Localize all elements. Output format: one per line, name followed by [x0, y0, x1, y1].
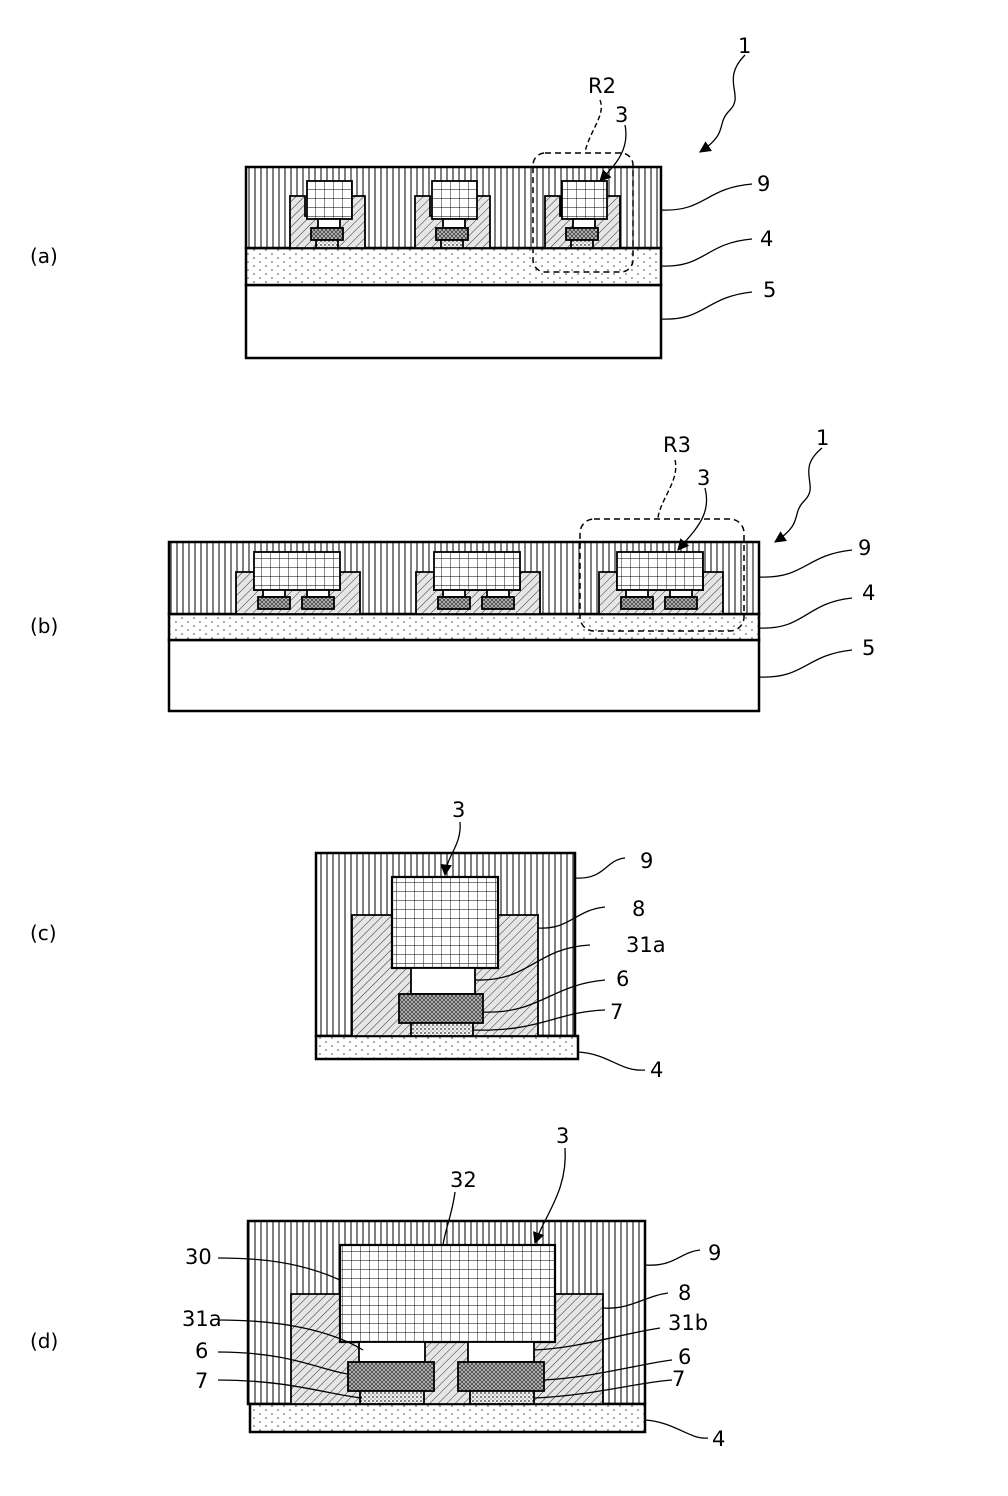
pad-6 [258, 597, 290, 609]
ref-32: 32 [450, 1168, 477, 1192]
ref-3: 3 [452, 798, 465, 822]
ref-3: 3 [615, 103, 628, 127]
ref-6: 6 [616, 967, 629, 991]
leader-5 [661, 292, 752, 319]
ref-7: 7 [610, 1000, 623, 1024]
substrate-5 [169, 640, 759, 711]
ref-3: 3 [697, 466, 710, 490]
solder-7 [441, 240, 463, 248]
leader-3 [678, 488, 707, 550]
panel-c: (c) 3 9 8 31a 6 7 4 [30, 798, 666, 1082]
ref-9: 9 [708, 1241, 721, 1265]
pad-6 [302, 597, 334, 609]
pad-6 [438, 597, 470, 609]
ref-r3: R3 [663, 433, 691, 457]
ref-4: 4 [760, 227, 773, 251]
solder-7 [571, 240, 593, 248]
bump [318, 219, 340, 228]
chip-3 [617, 552, 703, 590]
ref-4: 4 [650, 1058, 663, 1082]
chip-3 [392, 877, 498, 968]
ref-1: 1 [816, 426, 829, 450]
bump-31a [359, 1342, 425, 1362]
bump [487, 590, 509, 597]
ref-5: 5 [862, 636, 875, 660]
leader-4 [645, 1420, 708, 1438]
bump [670, 590, 692, 597]
panel-b: (b) [30, 426, 875, 711]
leader-9 [645, 1250, 700, 1265]
solder-7-left [360, 1391, 424, 1404]
leader-4 [661, 239, 752, 266]
chip-3 [340, 1245, 555, 1342]
bump [443, 219, 465, 228]
pad-6-right [458, 1362, 544, 1391]
solder-7 [316, 240, 338, 248]
bump [573, 219, 595, 228]
leader-9 [575, 858, 625, 878]
chip-3 [307, 181, 352, 219]
leader-5 [759, 650, 852, 677]
panel-label-b: (b) [30, 614, 58, 638]
leader-r2 [585, 100, 601, 152]
bump [307, 590, 329, 597]
ref-4: 4 [862, 581, 875, 605]
pad-6 [482, 597, 514, 609]
ref-4: 4 [712, 1427, 725, 1451]
panel-d: (d) 3 32 30 9 8 31a 31b 6 6 7 7 4 [30, 1124, 725, 1451]
bump [626, 590, 648, 597]
ref-9: 9 [757, 172, 770, 196]
substrate-5 [246, 285, 661, 358]
leader-r3 [658, 460, 676, 518]
ref-31a: 31a [182, 1307, 222, 1331]
layer-4 [250, 1404, 645, 1432]
panel-label-c: (c) [30, 921, 57, 945]
pad-6 [399, 994, 483, 1023]
ref-1: 1 [738, 34, 751, 58]
pad-6 [621, 597, 653, 609]
ref-8: 8 [678, 1281, 691, 1305]
ref-7-left: 7 [195, 1369, 208, 1393]
chip-3 [562, 181, 607, 219]
chip-3 [432, 181, 477, 219]
ref-9: 9 [640, 849, 653, 873]
ref-8: 8 [632, 897, 645, 921]
panel-a: (a) [30, 34, 776, 358]
leader-4 [578, 1052, 645, 1070]
panel-label-a: (a) [30, 244, 58, 268]
pad-6-left [348, 1362, 434, 1391]
bump-31b [468, 1342, 534, 1362]
pad-6 [436, 228, 468, 240]
bump [263, 590, 285, 597]
ref-r2: R2 [588, 74, 616, 98]
panel-label-d: (d) [30, 1329, 58, 1353]
ref-31b: 31b [668, 1311, 708, 1335]
pad-6 [665, 597, 697, 609]
leader-9 [661, 184, 752, 210]
layer-4 [246, 248, 661, 285]
ref-6-right: 6 [678, 1345, 691, 1369]
leader-4 [759, 598, 852, 628]
chip-3 [434, 552, 520, 590]
leader-1 [775, 448, 822, 542]
leader-1 [700, 55, 745, 152]
bump [443, 590, 465, 597]
ref-5: 5 [763, 278, 776, 302]
layer-4 [316, 1036, 578, 1059]
ref-7-right: 7 [672, 1367, 685, 1391]
layer-4 [169, 614, 759, 640]
chip-3 [254, 552, 340, 590]
leader-9 [759, 550, 852, 577]
bump-31a [411, 968, 475, 994]
pad-6 [311, 228, 343, 240]
ref-9: 9 [858, 536, 871, 560]
pad-6 [566, 228, 598, 240]
solder-7 [411, 1023, 473, 1036]
ref-3: 3 [556, 1124, 569, 1148]
ref-30: 30 [185, 1245, 212, 1269]
solder-7-right [470, 1391, 534, 1404]
ref-31a: 31a [626, 933, 666, 957]
ref-6-left: 6 [195, 1339, 208, 1363]
